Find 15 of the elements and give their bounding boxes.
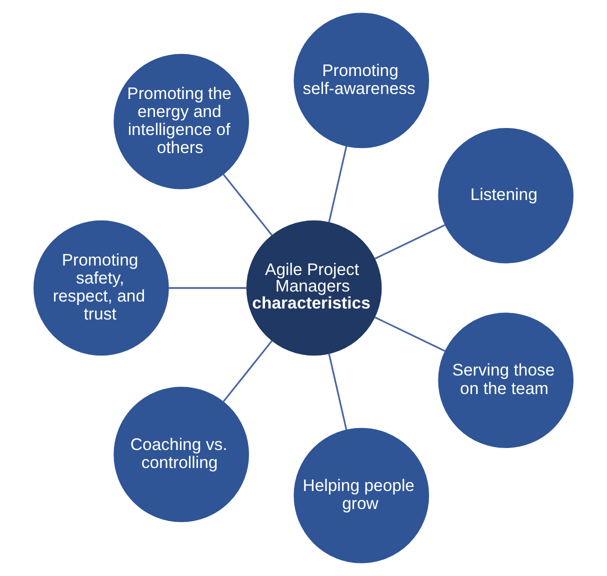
connector: [374, 224, 446, 260]
node-circle: Promoting safety, respect, and trust: [34, 220, 169, 356]
connector: [222, 340, 273, 402]
node-circle: Serving those on the team: [438, 312, 574, 448]
node-circle: Promoting self-awareness: [294, 12, 430, 148]
node-circle: Promoting the energy and intelligence of others: [114, 54, 250, 190]
connector: [328, 353, 348, 430]
connector: [374, 316, 446, 352]
node-circle: Coaching vs. controlling: [114, 386, 250, 522]
connector: [222, 174, 273, 236]
node-circle: Helping people grow: [294, 428, 430, 564]
connector: [328, 146, 348, 223]
node-circle: Listening: [438, 128, 574, 264]
connector: [168, 287, 247, 289]
node-circle: Agile Project Managers characteristics: [246, 220, 382, 356]
